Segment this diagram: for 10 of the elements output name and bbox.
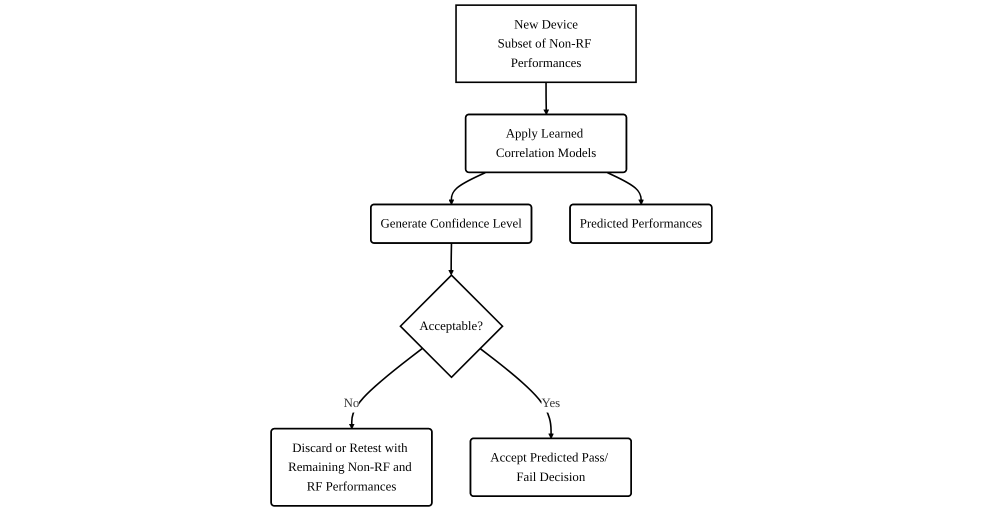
arrow [348,348,422,430]
edge-label: No [343,396,359,410]
arrow [479,348,554,439]
arrow [448,243,454,276]
arrow [606,172,644,206]
node-diamond: Acceptable? [398,274,504,378]
edge-label: Yes [540,396,560,410]
node-box: New Device Subset of Non-RF Performances [454,4,636,84]
arrow [448,172,486,206]
arrow [542,82,549,116]
